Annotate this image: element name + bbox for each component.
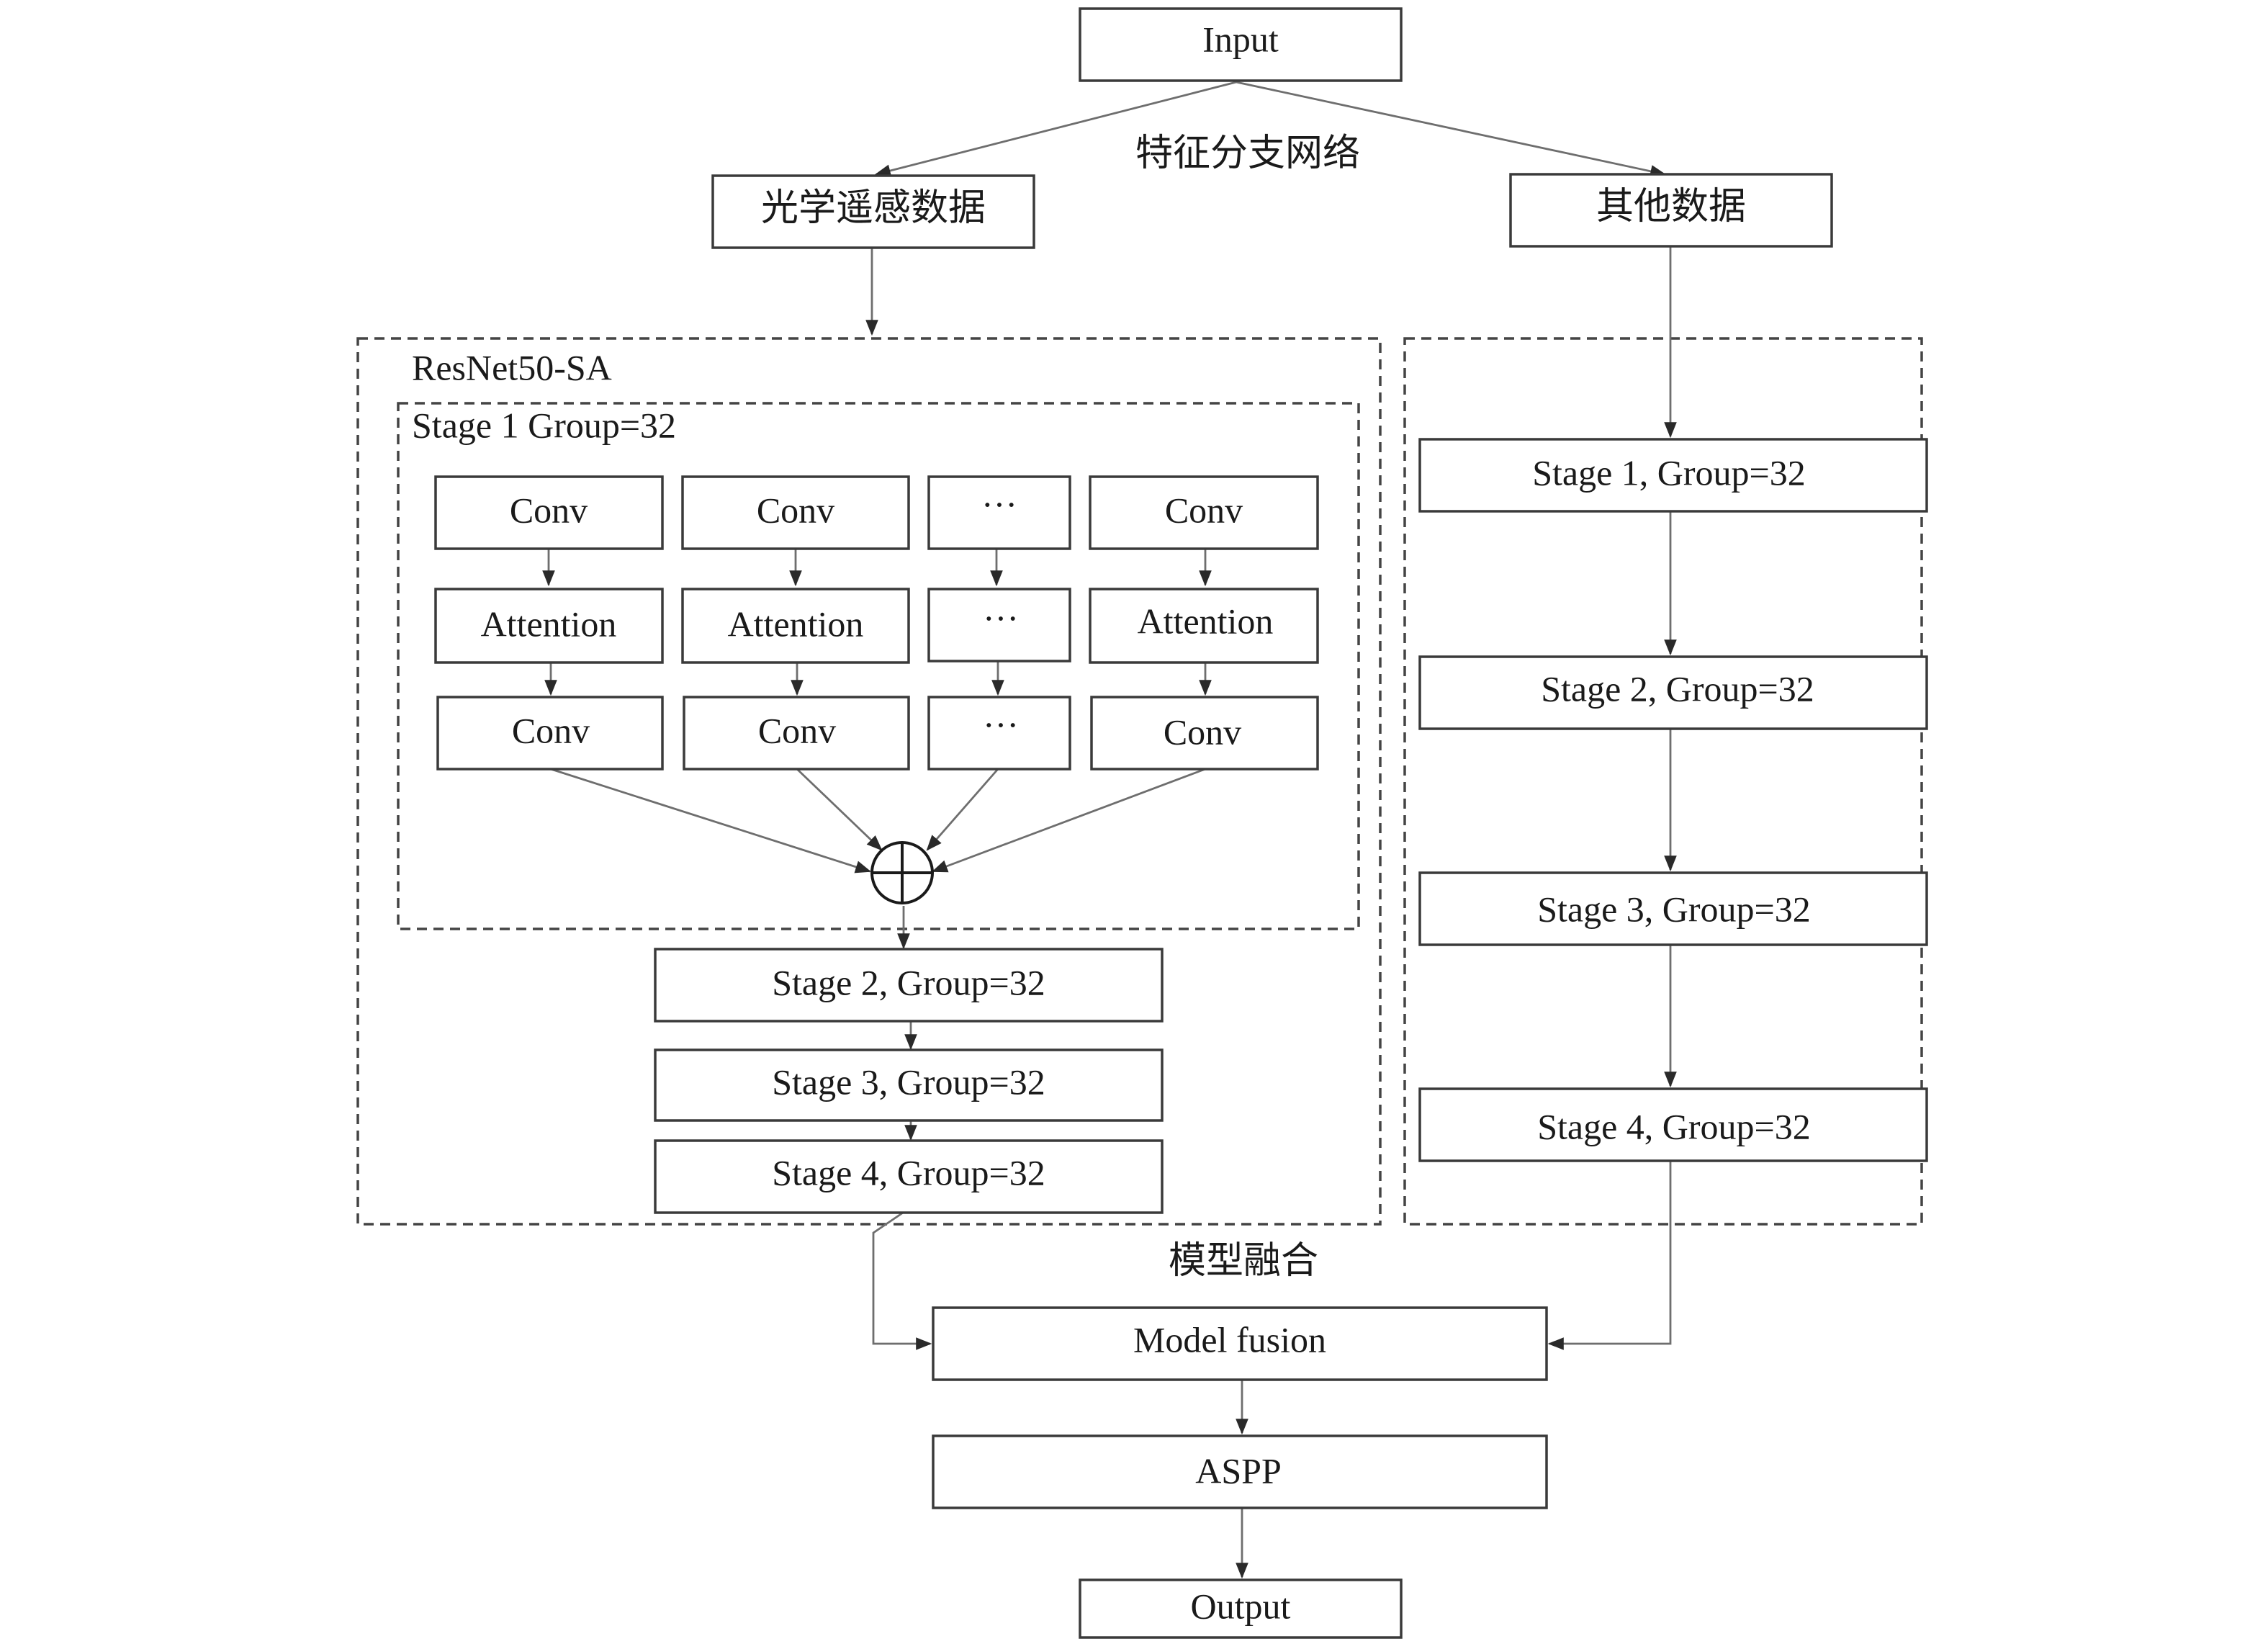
edge-lstage4-to-fusion (872, 1208, 932, 1350)
left-stage4-label: Stage 4, Group=32 (772, 1152, 1045, 1192)
left-stage3-label: Stage 3, Group=32 (772, 1061, 1045, 1102)
right-stage4-label: Stage 4, Group=32 (1537, 1106, 1811, 1146)
other-data-node: 其他数据 (1509, 173, 1833, 248)
branch3-conv1-node: ··· (927, 475, 1071, 550)
right-stage1-label: Stage 1, Group=32 (1532, 452, 1806, 493)
resnet50-sa-container (356, 337, 1382, 1226)
stage1-group-container (397, 402, 1360, 930)
right-stage1-node: Stage 1, Group=32 (1418, 438, 1928, 513)
branch3-conv2-label: ··· (983, 704, 1019, 745)
other-branch-container (1403, 337, 1923, 1226)
branch4-conv2-label: Conv (1164, 711, 1241, 752)
aspp-node: ASPP (932, 1434, 1548, 1509)
edge-input-to-other (1236, 81, 1667, 178)
branch4-conv1-label: Conv (1165, 490, 1243, 530)
edge-rstage4-to-fusion (1547, 1161, 1672, 1350)
left-stage4-node: Stage 4, Group=32 (654, 1139, 1164, 1214)
branch2-conv2-label: Conv (758, 710, 836, 750)
optical-data-node: 光学遥感数据 (711, 174, 1035, 249)
branch1-conv2-node: Conv (436, 696, 664, 771)
left-stage3-node: Stage 3, Group=32 (654, 1048, 1164, 1122)
other-data-label: 其他数据 (1596, 185, 1746, 228)
edge-b2-conv2-sum (796, 768, 883, 851)
branch4-conv1-node: Conv (1089, 475, 1319, 550)
branch3-attention-label: ··· (983, 598, 1019, 638)
aspp-label: ASPP (1195, 1450, 1282, 1491)
left-stage2-label: Stage 2, Group=32 (772, 962, 1045, 1002)
right-stage2-label: Stage 2, Group=32 (1541, 668, 1814, 709)
sum-operator (870, 841, 934, 904)
branch2-attention-label: Attention (728, 603, 864, 644)
input-label: Input (1202, 19, 1279, 59)
edge-b3-conv2-sum (926, 768, 999, 851)
output-node: Output (1079, 1578, 1403, 1639)
branch1-conv1-node: Conv (434, 475, 664, 550)
output-label: Output (1191, 1586, 1291, 1626)
stage1-group-caption: Stage 1 Group=32 (412, 405, 676, 445)
edges (542, 81, 1677, 1579)
input-node: Input (1079, 7, 1403, 82)
branch1-attention-label: Attention (481, 603, 617, 644)
branch1-conv2-label: Conv (512, 710, 590, 750)
branch4-attention-label: Attention (1138, 601, 1274, 641)
edge-b4-conv2-sum (931, 768, 1206, 873)
resnet50-sa-caption: ResNet50-SA (412, 347, 612, 387)
branch2-conv1-node: Conv (681, 475, 910, 550)
branch1-attention-node: Attention (434, 588, 664, 664)
branch4-conv2-node: Conv (1090, 696, 1319, 771)
branch4-attention-node: Attention (1089, 588, 1319, 664)
right-stage3-node: Stage 3, Group=32 (1418, 871, 1928, 946)
branch3-attention-node: ··· (927, 588, 1071, 662)
branch2-attention-node: Attention (681, 588, 910, 664)
branch2-conv2-node: Conv (683, 696, 910, 771)
right-stage2-node: Stage 2, Group=32 (1418, 655, 1928, 730)
right-stage3-label: Stage 3, Group=32 (1537, 889, 1811, 929)
model-fusion-label: Model fusion (1133, 1319, 1326, 1360)
model-fusion-caption: 模型融合 (1169, 1239, 1318, 1283)
left-stage2-node: Stage 2, Group=32 (654, 948, 1164, 1023)
branch1-conv1-label: Conv (510, 490, 588, 530)
right-stage4-node: Stage 4, Group=32 (1418, 1087, 1928, 1162)
branch3-conv2-node: ··· (927, 696, 1071, 771)
branch3-conv1-label: ··· (981, 484, 1017, 524)
model-fusion-node: Model fusion (932, 1306, 1548, 1381)
feature-branch-caption: 特征分支网络 (1135, 132, 1360, 175)
branch2-conv1-label: Conv (757, 490, 834, 530)
optical-data-label: 光学遥感数据 (761, 187, 986, 230)
edge-input-to-optical (874, 81, 1237, 177)
edge-b1-conv2-sum (550, 768, 872, 873)
